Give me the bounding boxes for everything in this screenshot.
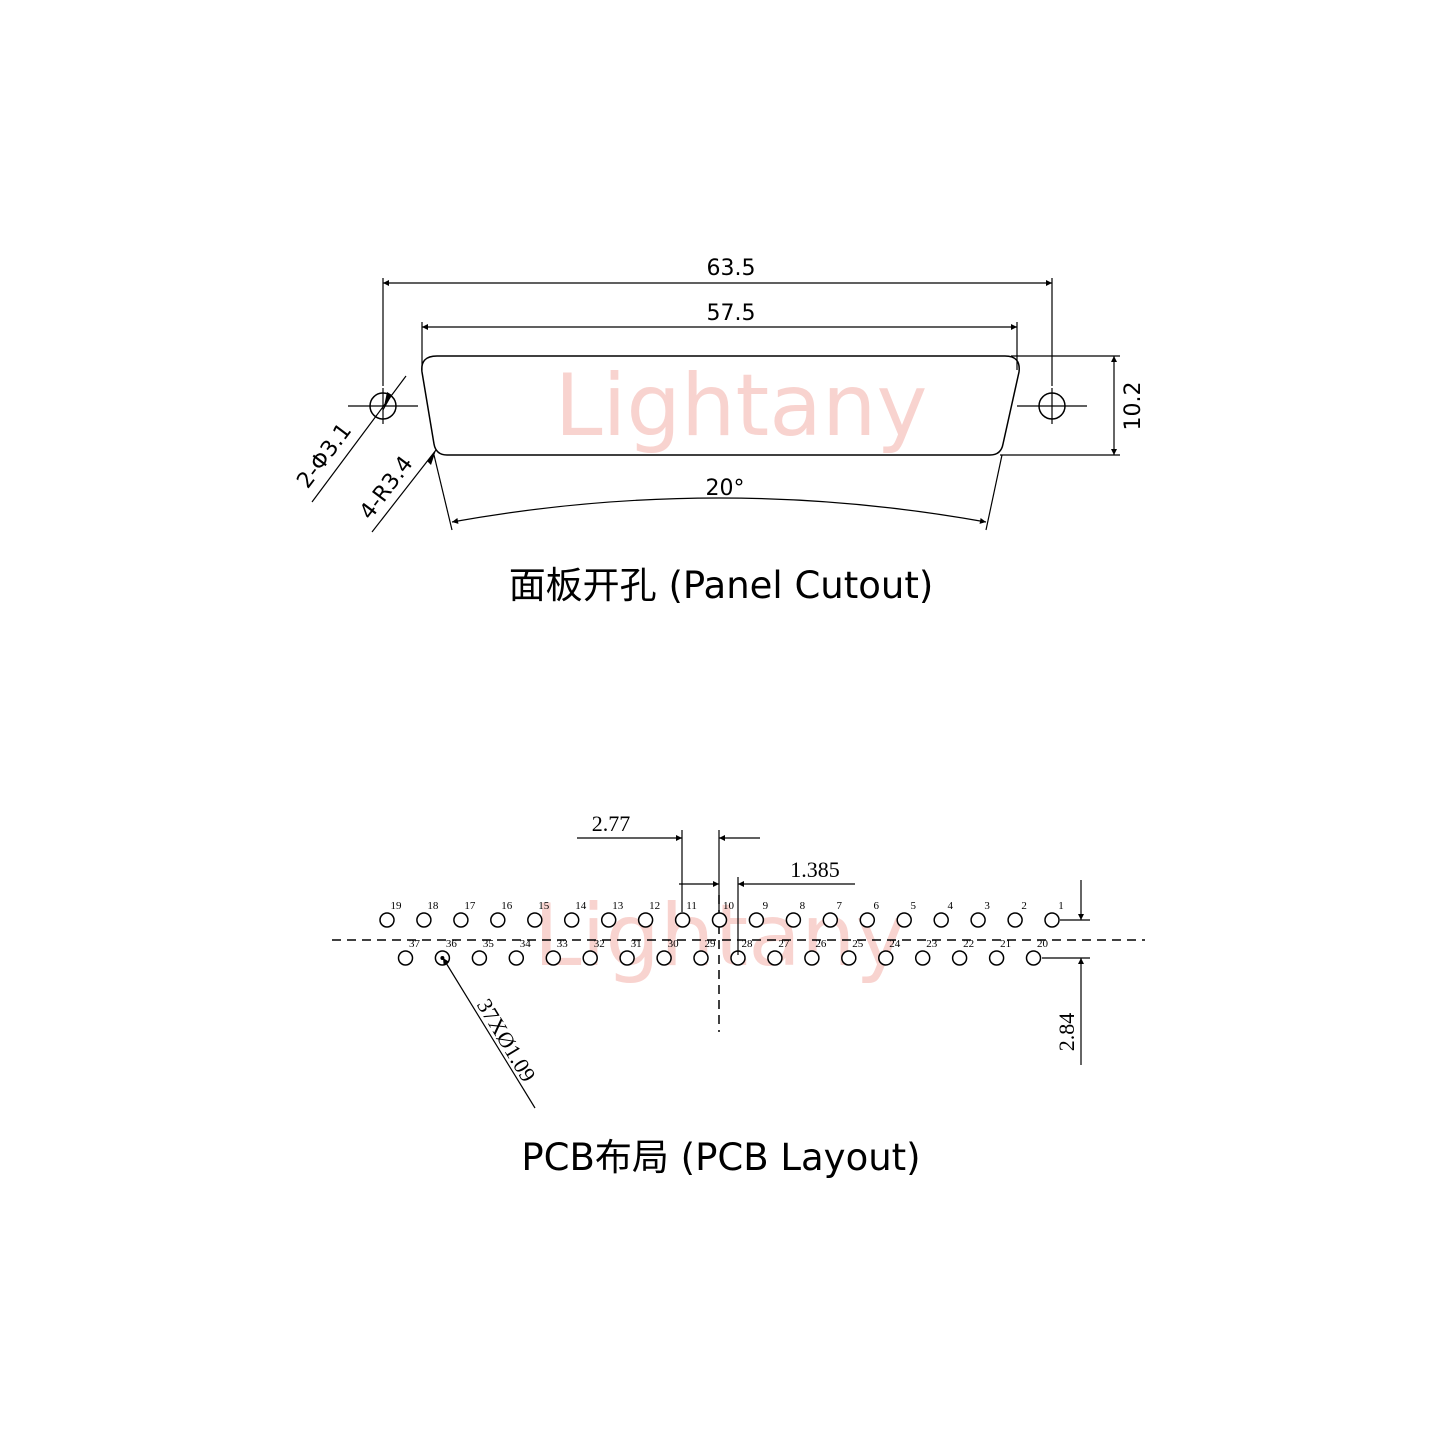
pin-label-7: 7: [837, 900, 843, 912]
leader-arrow-mount-hole: [383, 392, 392, 411]
pin-hole-27: [767, 950, 783, 966]
pin-hole-6: [859, 912, 876, 928]
pin-hole-10: [711, 912, 728, 928]
pin-label-20: 20: [1037, 938, 1049, 950]
pin-label-27: 27: [778, 938, 790, 950]
pin-label-35: 35: [483, 938, 495, 950]
pin-label-33: 33: [557, 938, 569, 950]
pin-hole-9: [748, 912, 765, 928]
pin-hole-12: [637, 912, 654, 928]
pin-hole-32: [582, 950, 598, 966]
pin-label-2: 2: [1021, 900, 1027, 912]
pin-hole-13: [600, 912, 617, 928]
pin-label-5: 5: [910, 900, 916, 912]
pcb-layout-caption: PCB布局 (PCB Layout): [521, 1136, 920, 1179]
pin-hole-23: [914, 950, 931, 966]
pin-label-16: 16: [501, 900, 513, 912]
pin-hole-1: [1044, 912, 1060, 928]
pin-label-13: 13: [612, 900, 624, 912]
pin-label-9: 9: [763, 900, 769, 912]
dim-opening-width: 57.5: [707, 301, 756, 326]
pin-hole-3: [970, 912, 986, 928]
pin-label-24: 24: [889, 938, 901, 950]
pin-hole-4: [933, 912, 949, 928]
pin-hole-34: [508, 950, 525, 966]
leader-hole-callout: [442, 957, 536, 1109]
pin-hole-30: [656, 950, 672, 966]
pin-hole-8: [785, 912, 802, 928]
dim-overall-width: 63.5: [707, 256, 756, 281]
pin-hole-17: [453, 912, 469, 928]
pin-label-4: 4: [947, 900, 953, 912]
pin-label-32: 32: [594, 938, 605, 950]
pin-label-6: 6: [874, 900, 880, 912]
panel-cutout-caption: 面板开孔 (Panel Cutout): [509, 564, 934, 607]
pin-label-11: 11: [686, 900, 697, 912]
panel-cutout-view: Lightany 63.5 57.5 10.2 20° 2-Φ3.: [292, 256, 1146, 607]
dim-angle: 20°: [706, 476, 745, 501]
pin-label-14: 14: [575, 900, 587, 912]
pin-label-25: 25: [852, 938, 864, 950]
pin-hole-5: [896, 912, 912, 928]
pin-label-19: 19: [391, 900, 403, 912]
pin-label-26: 26: [815, 938, 827, 950]
hole-callout: 37XØ1.09: [472, 994, 541, 1086]
leader-arrow-corner-radius: [427, 450, 436, 465]
pin-label-15: 15: [538, 900, 550, 912]
watermark-top: Lightany: [555, 356, 928, 456]
pin-hole-26: [804, 950, 820, 966]
pin-label-12: 12: [649, 900, 660, 912]
pin-hole-37: [397, 950, 414, 966]
pin-label-37: 37: [409, 938, 421, 950]
pin-hole-21: [988, 950, 1005, 966]
dim-arc-angle: [451, 497, 987, 524]
pin-hole-16: [490, 912, 506, 928]
dim-height: 10.2: [1121, 382, 1146, 431]
pin-label-17: 17: [464, 900, 476, 912]
pin-hole-31: [619, 950, 635, 966]
pin-hole-14: [563, 912, 580, 928]
pin-label-29: 29: [705, 938, 717, 950]
pin-label-22: 22: [963, 938, 974, 950]
pin-hole-7: [822, 912, 839, 928]
pin-label-8: 8: [800, 900, 806, 912]
dim-row-spacing: 2.84: [1054, 1013, 1079, 1052]
pin-hole-29: [693, 950, 709, 966]
pin-label-18: 18: [427, 900, 439, 912]
pin-label-30: 30: [668, 938, 680, 950]
ext-line-angle-right: [985, 454, 1003, 531]
ext-line-angle-left: [433, 454, 453, 531]
pin-hole-15: [527, 912, 543, 928]
pin-label-3: 3: [984, 900, 990, 912]
dim-offset: 1.385: [790, 857, 840, 882]
mount-hole-callout: 2-Φ3.1: [292, 419, 357, 493]
pin-label-23: 23: [926, 938, 938, 950]
pin-hole-25: [841, 950, 857, 966]
pin-label-34: 34: [520, 938, 532, 950]
pin-hole-20: [1025, 950, 1042, 966]
pin-hole-19: [379, 912, 395, 928]
pin-label-21: 21: [1000, 938, 1011, 950]
pin-hole-2: [1007, 912, 1023, 928]
pin-label-1: 1: [1058, 900, 1064, 912]
pin-hole-24: [878, 950, 894, 966]
pin-label-36: 36: [446, 938, 458, 950]
pin-hole-33: [545, 950, 562, 966]
watermark-bottom: Lightany: [534, 886, 907, 986]
pin-label-28: 28: [742, 938, 754, 950]
pin-hole-22: [951, 950, 968, 966]
pin-hole-18: [416, 912, 432, 928]
pin-hole-11: [674, 912, 691, 928]
dim-pitch: 2.77: [592, 811, 631, 836]
pin-label-10: 10: [723, 900, 735, 912]
pin-label-31: 31: [631, 938, 642, 950]
leader-corner-radius: [371, 449, 437, 533]
pin-hole-35: [471, 950, 488, 966]
